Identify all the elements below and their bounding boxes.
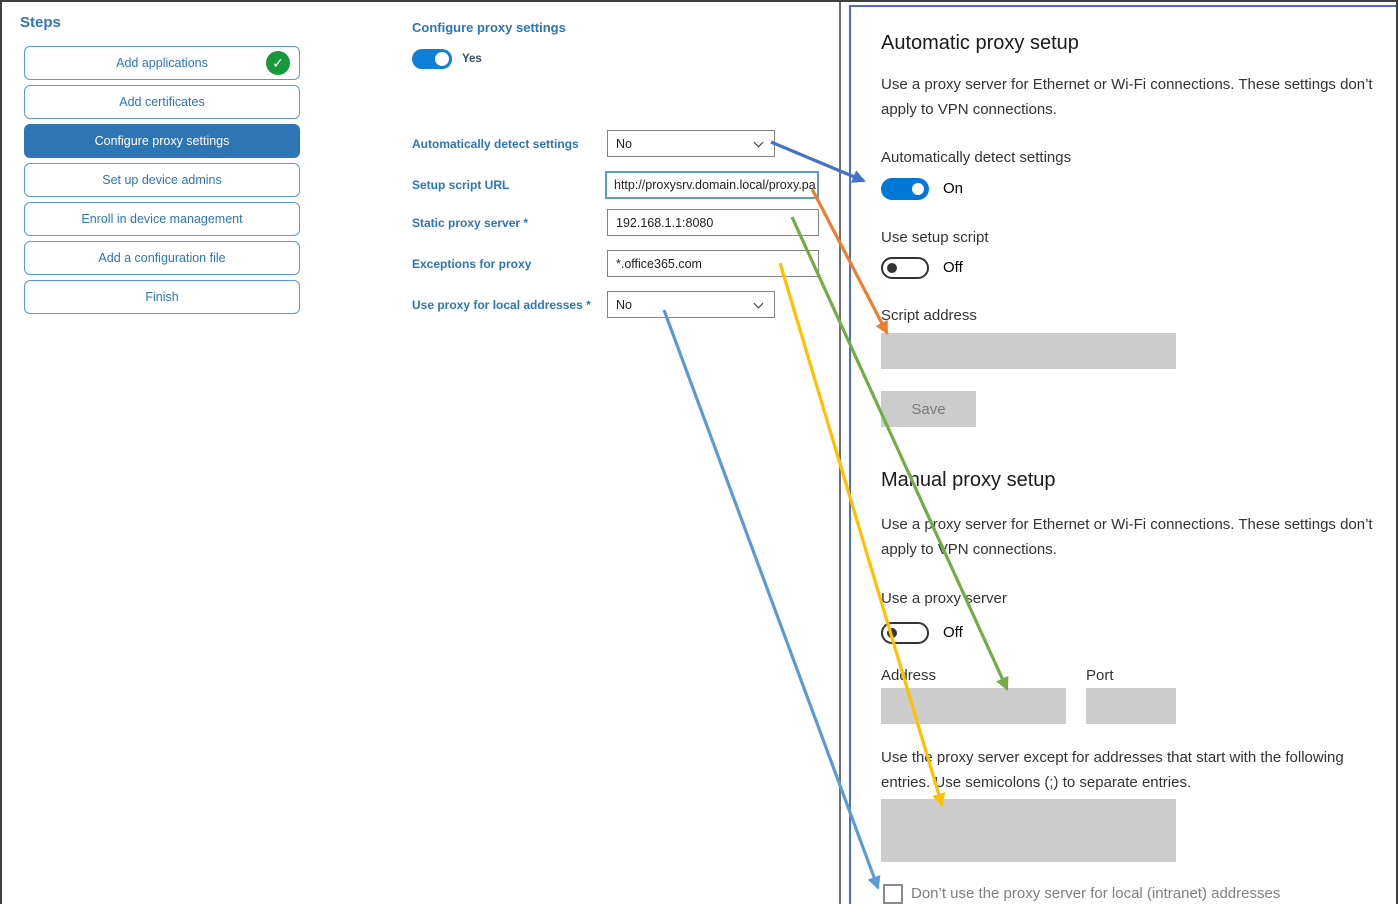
address-input[interactable] [881,688,1066,724]
step-label: Add applications [116,56,208,70]
step-label: Finish [145,290,179,304]
input-value: *.office365.com [616,256,702,271]
port-label: Port [1086,667,1114,684]
input-value: 192.168.1.1:8080 [616,215,714,230]
use-proxy-local-select[interactable]: No [607,291,775,318]
use-setup-script-state: Off [943,259,963,276]
sidebar-item-finish[interactable]: Finish [24,280,300,314]
automatic-proxy-setup-heading: Automatic proxy setup [881,32,1079,54]
toggle-knob [887,628,897,638]
address-label: Address [881,667,937,684]
detect-settings-state: On [943,180,964,197]
configure-proxy-toggle[interactable] [412,49,452,69]
use-proxy-server-label: Use a proxy server [881,590,1007,607]
detect-settings-label: Automatically detect settings [881,149,1072,166]
exceptions-for-proxy-input[interactable]: *.office365.com [607,250,819,277]
chevron-down-icon [753,298,764,309]
step-label: Set up device admins [102,173,222,187]
toggle-knob [887,263,897,273]
script-address-input[interactable] [881,333,1176,369]
step-label: Enroll in device management [81,212,243,226]
windows-proxy-settings-panel: Automatic proxy setup Use a proxy server… [849,5,1396,904]
arrow-use-proxy-for-local-addresses [662,309,881,890]
sidebar-item-add-a-configuration-file[interactable]: Add a configuration file [24,241,300,275]
save-button[interactable]: Save [881,391,976,427]
proxy-exceptions-textarea[interactable] [881,799,1176,862]
automatic-proxy-description: Use a proxy server for Ethernet or Wi-Fi… [881,76,1373,118]
sidebar-item-set-up-device-admins[interactable]: Set up device admins [24,163,300,197]
chevron-down-icon [753,137,764,148]
toggle-knob [435,52,449,66]
sidebar-item-add-applications[interactable]: Add applications ✓ [24,46,300,80]
field-label-setup-script-url: Setup script URL [412,178,510,192]
sidebar-item-enroll-in-device-management[interactable]: Enroll in device management [24,202,300,236]
field-label-static-proxy-server: Static proxy server * [412,216,529,230]
use-setup-script-toggle[interactable] [881,257,929,279]
completed-check-icon: ✓ [266,51,290,75]
vertical-divider [839,2,841,904]
sidebar-item-configure-proxy-settings[interactable]: Configure proxy settings [24,124,300,158]
local-addresses-checkbox[interactable] [883,884,903,904]
local-addresses-checkbox-label: Don’t use the proxy server for local (in… [911,885,1281,902]
sidebar-item-add-certificates[interactable]: Add certificates [24,85,300,119]
static-proxy-server-input[interactable]: 192.168.1.1:8080 [607,209,819,236]
detect-settings-toggle[interactable] [881,178,929,200]
step-label: Add a configuration file [98,251,226,265]
script-address-label: Script address [881,307,977,324]
port-input[interactable] [1086,688,1176,724]
select-value: No [616,297,632,312]
use-proxy-server-state: Off [943,624,963,641]
use-setup-script-label: Use setup script [881,229,989,246]
field-label-use-proxy-local: Use proxy for local addresses * [412,298,591,312]
step-label: Configure proxy settings [94,134,230,148]
detect-settings-select[interactable]: No [607,130,775,157]
page-title: Configure proxy settings [412,20,566,35]
proxy-exceptions-description: Use the proxy server except for addresse… [881,749,1344,791]
input-value: http://proxysrv.domain.local/proxy.pa [614,178,816,192]
manual-proxy-setup-heading: Manual proxy setup [881,469,1056,491]
field-label-exceptions-for-proxy: Exceptions for proxy [412,257,532,271]
use-proxy-server-toggle[interactable] [881,622,929,644]
select-value: No [616,136,632,151]
toggle-knob [912,183,924,195]
configure-proxy-toggle-label: Yes [462,53,482,65]
setup-script-url-input[interactable]: http://proxysrv.domain.local/proxy.pa [605,171,819,199]
step-label: Add certificates [119,95,205,109]
field-label-detect-settings: Automatically detect settings [412,137,579,151]
manual-proxy-description: Use a proxy server for Ethernet or Wi-Fi… [881,516,1373,558]
steps-title: Steps [20,14,61,31]
